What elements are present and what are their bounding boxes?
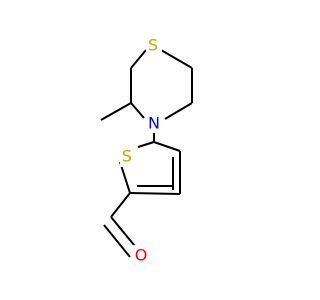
bond-c-lower-right-n xyxy=(164,102,193,120)
bond-c2-cho xyxy=(110,192,131,218)
bond-s-c5 xyxy=(137,141,155,148)
label-bg-s2 xyxy=(120,147,136,167)
atom-label-oxygen: O xyxy=(135,246,148,265)
label-bg-n xyxy=(145,113,163,133)
thiophene-ring xyxy=(119,141,181,195)
label-bg-s1 xyxy=(146,35,162,55)
atom-label-nitrogen: N xyxy=(148,114,160,133)
bond-c3-c2 xyxy=(129,192,181,195)
thiomorpholine-ring xyxy=(100,49,193,121)
label-bg-o xyxy=(133,245,149,265)
atom-label-sulfur-thiophene: S xyxy=(122,147,132,166)
bond-s1-c-upper-right xyxy=(160,49,193,69)
bond-c5-c4 xyxy=(153,141,181,152)
bond-cho-o-2 xyxy=(103,224,131,258)
bond-c-methyl-methyl xyxy=(100,102,132,121)
molecule-structure-diagram: S N S O xyxy=(100,35,193,265)
atom-label-sulfur-thiomorpholine: S xyxy=(148,36,158,55)
bond-c2-s xyxy=(119,161,131,194)
bond-n-c-methyl xyxy=(130,102,145,119)
bond-c-upper-left-s1 xyxy=(130,49,147,69)
